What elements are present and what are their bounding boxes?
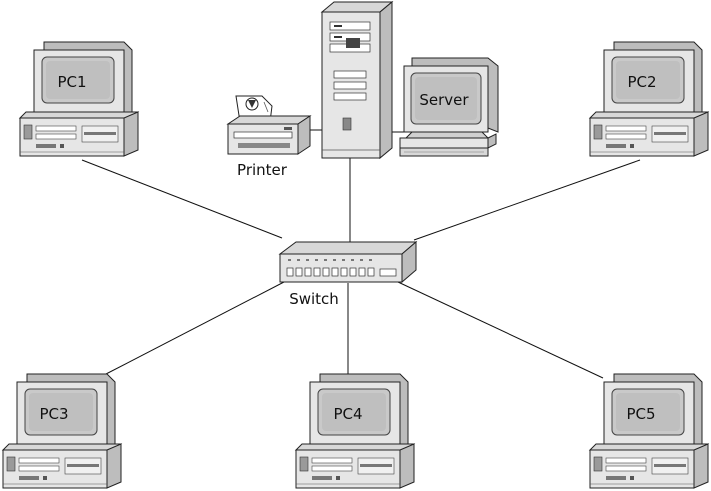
pc4-label: PC4 bbox=[333, 405, 362, 423]
pc3-node: PC3 bbox=[2, 373, 122, 489]
switch-ports bbox=[286, 259, 375, 277]
switch-led bbox=[342, 259, 345, 261]
pc4-node: PC4 bbox=[295, 373, 415, 489]
switch-led bbox=[351, 259, 354, 261]
pc3-label: PC3 bbox=[39, 405, 68, 423]
printer-node: Printer bbox=[226, 95, 312, 179]
switch-port bbox=[313, 267, 321, 277]
switch-port bbox=[358, 267, 366, 277]
switch-port bbox=[295, 267, 303, 277]
switch-port bbox=[304, 267, 312, 277]
switch-node: Switch bbox=[278, 240, 418, 308]
switch-icon bbox=[278, 240, 418, 284]
pc5-node: PC5 bbox=[589, 373, 709, 489]
switch-port bbox=[349, 267, 357, 277]
printer-icon bbox=[226, 95, 312, 155]
server-node: Server bbox=[320, 0, 499, 160]
link-pc1-switch bbox=[81, 159, 283, 239]
server-tower-icon bbox=[320, 0, 394, 160]
pc2-label: PC2 bbox=[627, 73, 656, 91]
switch-led bbox=[297, 259, 300, 261]
switch-port bbox=[367, 267, 375, 277]
link-pc5-switch bbox=[397, 281, 604, 379]
switch-led bbox=[306, 259, 309, 261]
switch-led bbox=[288, 259, 291, 261]
network-links bbox=[81, 129, 641, 379]
pc4-computer-icon bbox=[295, 373, 415, 489]
switch-led bbox=[333, 259, 336, 261]
server-monitor-icon bbox=[399, 57, 499, 157]
pc2-node: PC2 bbox=[589, 41, 709, 157]
server-label: Server bbox=[419, 91, 469, 109]
switch-port bbox=[286, 267, 294, 277]
switch-port bbox=[340, 267, 348, 277]
switch-port bbox=[331, 267, 339, 277]
pc1-computer-icon bbox=[19, 41, 139, 157]
pc5-computer-icon bbox=[589, 373, 709, 489]
switch-port bbox=[322, 267, 330, 277]
link-pc2-switch bbox=[413, 159, 641, 241]
switch-led bbox=[315, 259, 318, 261]
switch-led bbox=[360, 259, 363, 261]
pc2-computer-icon bbox=[589, 41, 709, 157]
switch-led bbox=[369, 259, 372, 261]
switch-label: Switch bbox=[289, 290, 339, 308]
pc5-label: PC5 bbox=[626, 405, 655, 423]
pc3-computer-icon bbox=[2, 373, 122, 489]
pc1-label: PC1 bbox=[57, 73, 86, 91]
switch-led bbox=[324, 259, 327, 261]
printer-label: Printer bbox=[237, 161, 288, 179]
pc1-node: PC1 bbox=[19, 41, 139, 157]
link-pc3-switch bbox=[105, 281, 285, 375]
